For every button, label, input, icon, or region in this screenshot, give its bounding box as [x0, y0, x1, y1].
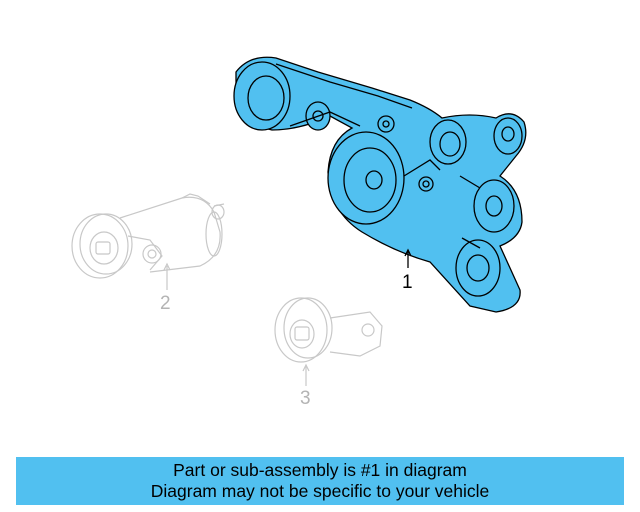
banner-line-2: Diagram may not be specific to your vehi… — [150, 481, 490, 501]
info-banner: Part or sub-assembly is #1 in diagram Di… — [16, 457, 624, 505]
idler-pulley-icon — [274, 297, 383, 386]
banner-line-1: Part or sub-assembly is #1 in diagram — [173, 460, 467, 480]
callout-1: 1 — [402, 272, 413, 293]
callout-2: 2 — [160, 293, 171, 314]
serpentine-belt-assembly-icon — [233, 56, 527, 313]
callout-3: 3 — [300, 388, 311, 409]
belt-tensioner-icon — [71, 193, 225, 290]
parts-diagram — [71, 56, 527, 386]
